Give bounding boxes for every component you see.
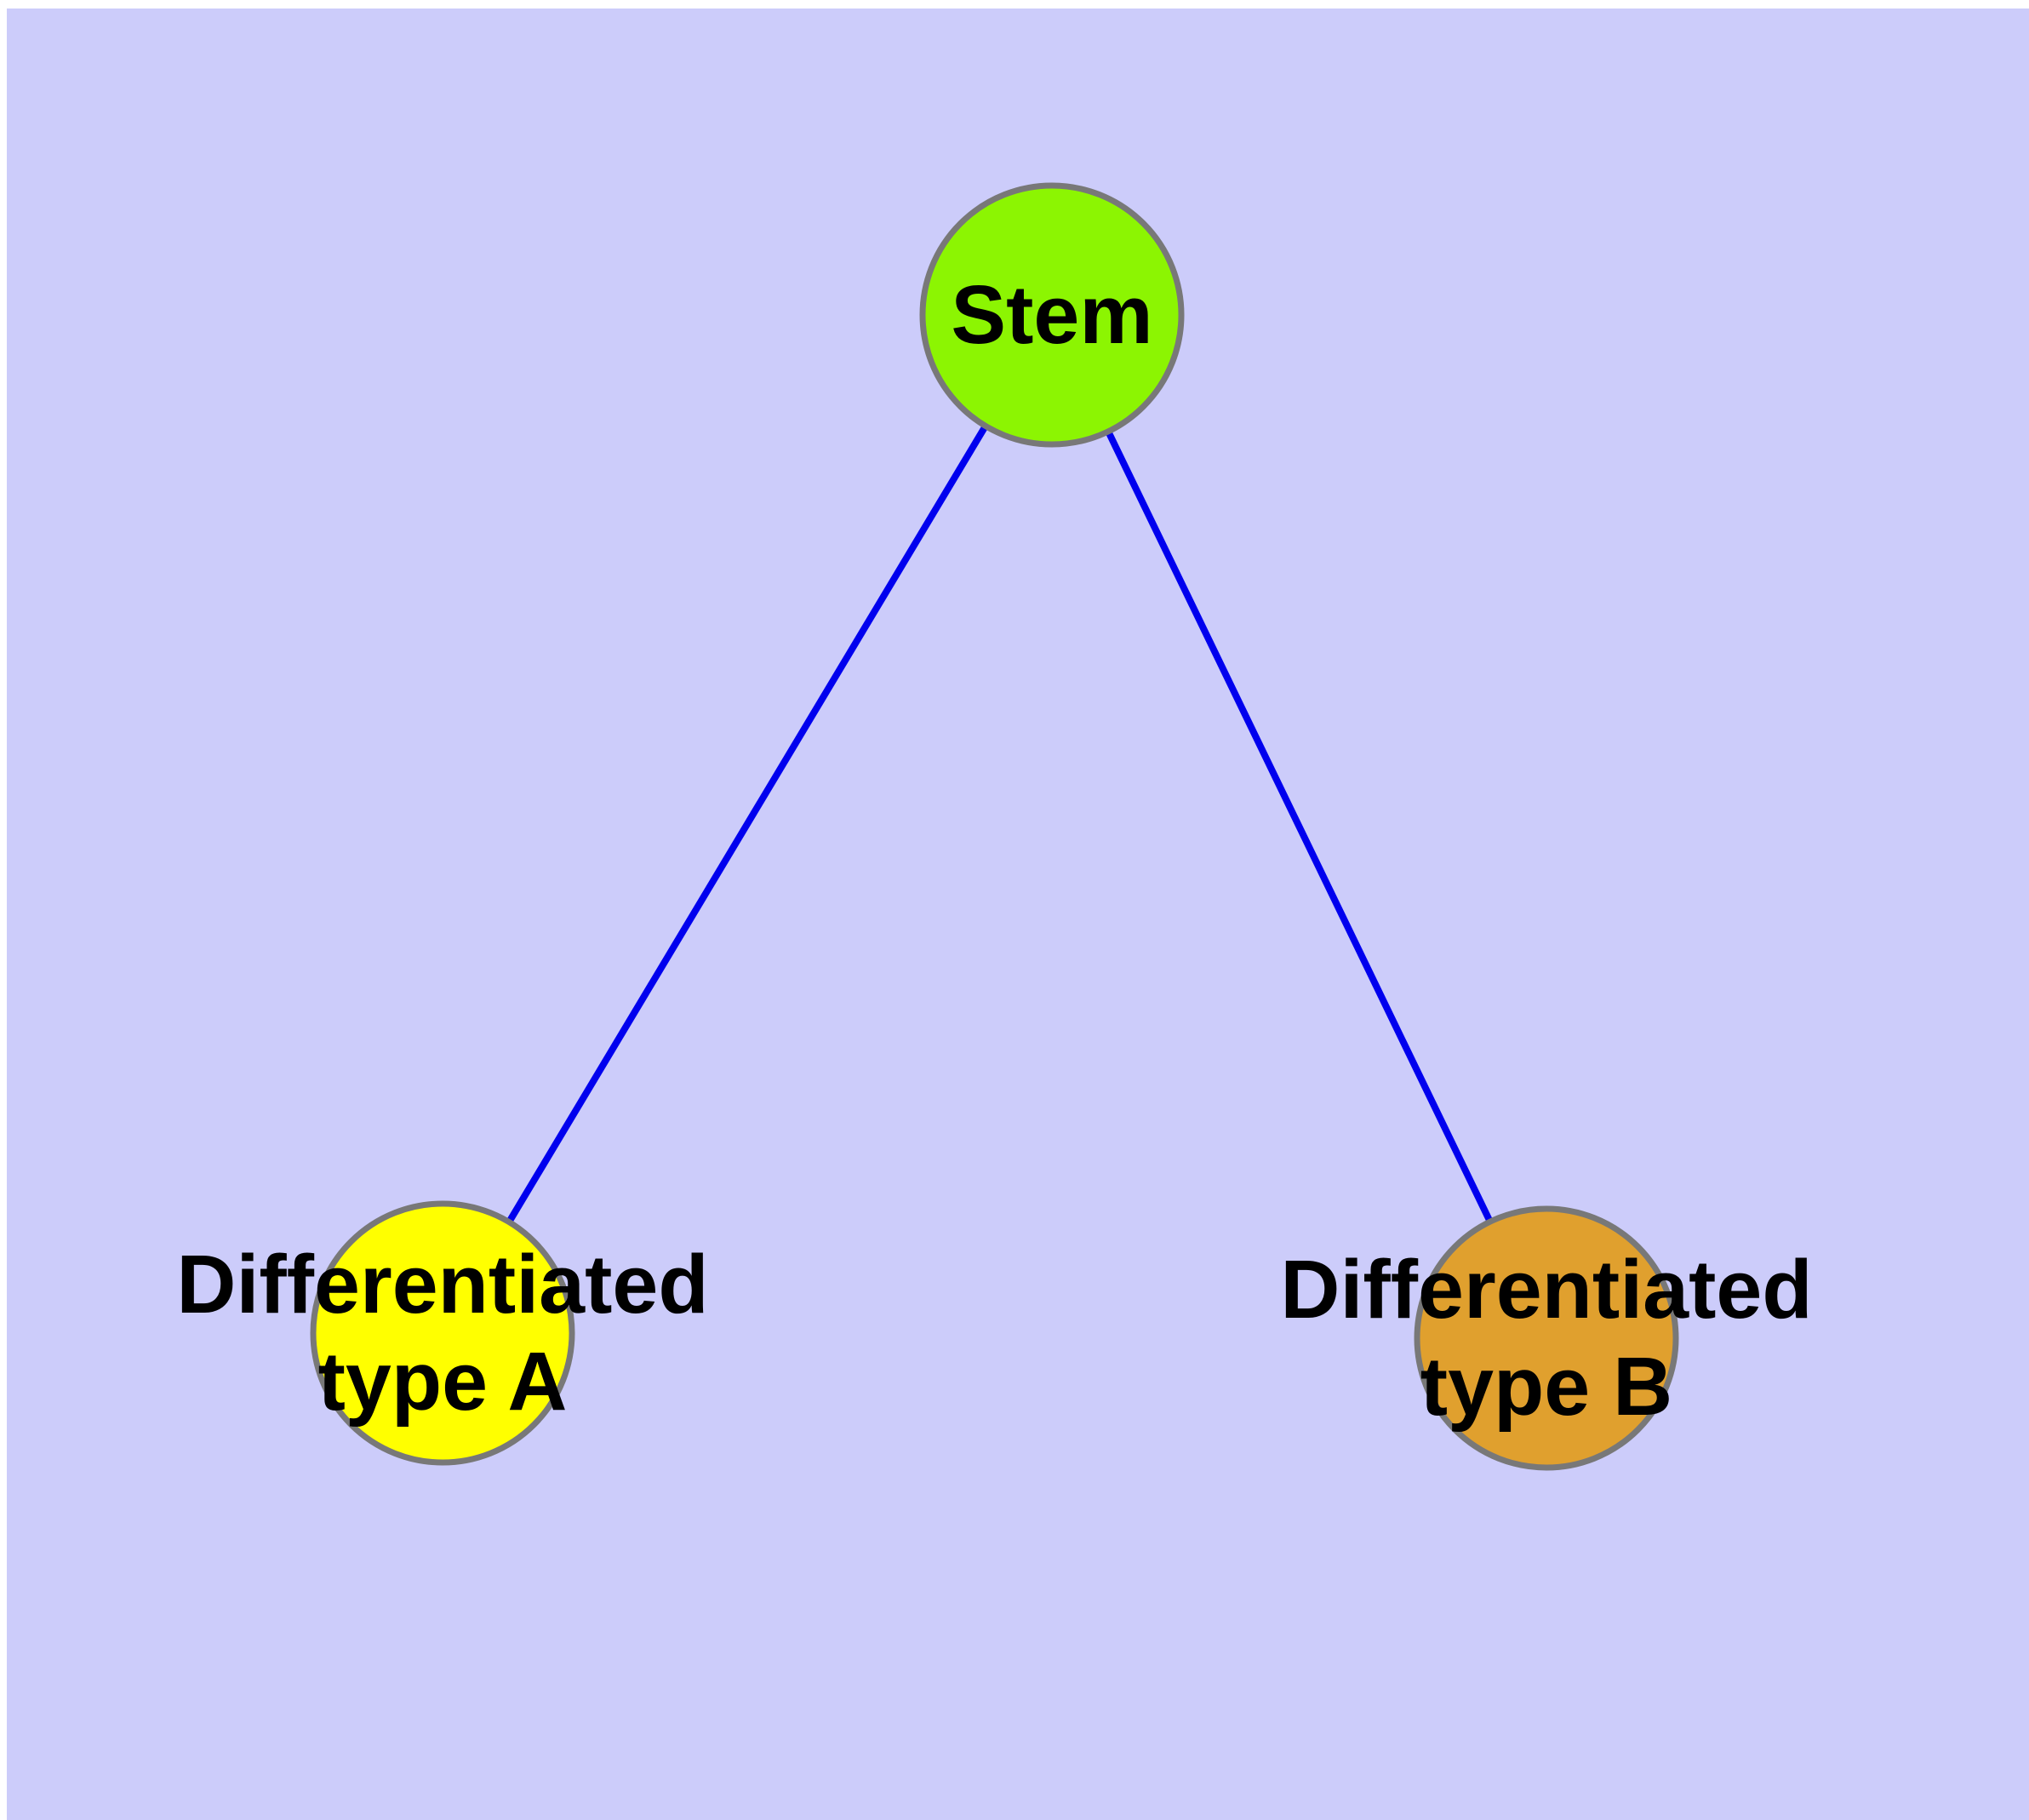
edges-layer bbox=[439, 312, 1550, 1340]
nodes-layer bbox=[310, 182, 1679, 1471]
node-differentiated-type-a[interactable] bbox=[310, 1200, 575, 1466]
node-differentiated-type-b[interactable] bbox=[1414, 1205, 1679, 1471]
node-stem[interactable] bbox=[919, 182, 1185, 448]
edge-stem-to-differentiated-a[interactable] bbox=[439, 312, 1055, 1336]
edge-stem-to-differentiated-b[interactable] bbox=[1049, 313, 1550, 1340]
